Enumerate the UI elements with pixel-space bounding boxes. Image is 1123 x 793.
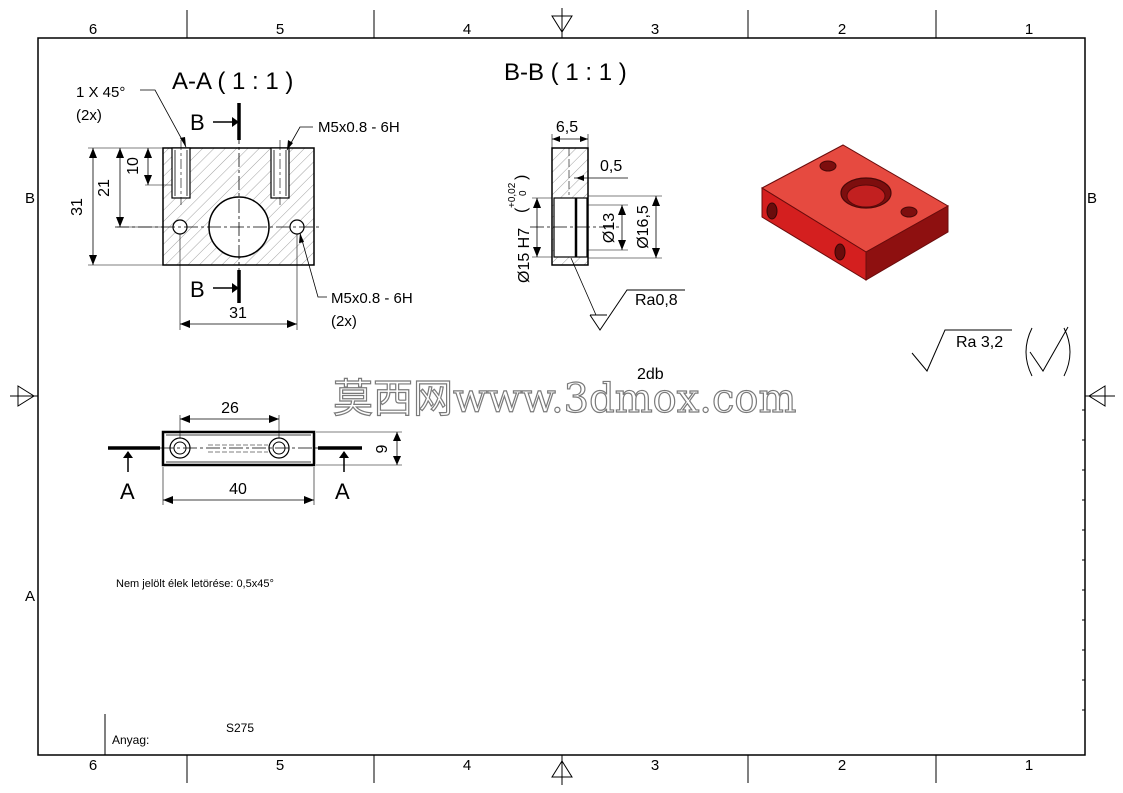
material-label: Anyag: [112, 733, 149, 747]
dim-aa-height: 31 [69, 198, 86, 216]
zone-col-top-2: 2 [838, 21, 846, 38]
chamfer-count: (2x) [76, 107, 102, 124]
section-bb-title: B-B ( 1 : 1 ) [504, 59, 627, 86]
dim-bb-tol-lower: 0 [518, 190, 529, 196]
dim-aa-21: 21 [96, 179, 113, 197]
general-chamfer-note: Nem jelölt élek letörése: 0,5x45° [116, 578, 274, 590]
dim-aa-10: 10 [125, 157, 142, 175]
section-aa-title: A-A ( 1 : 1 ) [172, 68, 293, 95]
dim-bb-tol-upper: +0,02 [507, 182, 518, 208]
roughness-ra08: Ra0,8 [635, 292, 678, 309]
zone-col-top-1: 1 [1025, 21, 1033, 38]
zone-col-bottom-4: 4 [463, 757, 471, 774]
dim-plan-hole-spacing: 26 [221, 400, 239, 417]
chamfer-note: 1 X 45° [76, 84, 125, 101]
plan-view: A A 26 40 9 [108, 400, 402, 505]
dim-plan-length: 40 [229, 481, 247, 498]
zone-row-left-b: B [25, 190, 35, 207]
part-top-hole-2 [900, 206, 918, 218]
dim-bb-bore: Ø15 H7 [516, 228, 533, 283]
zone-col-top-3: 3 [651, 21, 659, 38]
svg-text:): ) [513, 175, 530, 180]
drawing-frame [10, 8, 1115, 785]
section-mark-a-right: A [335, 479, 350, 504]
zone-col-bottom-5: 5 [276, 757, 284, 774]
zone-row-right-b: B [1087, 190, 1097, 207]
general-surface-finish: Ra 3,2 [911, 326, 1071, 377]
title-block: Anyag: S275 [104, 714, 254, 755]
section-mark-b-bottom: B [190, 277, 205, 302]
dim-aa-width: 31 [229, 305, 247, 322]
part-side-hole-2 [834, 243, 846, 261]
part-side-hole-1 [766, 202, 778, 220]
quantity-label: 2db [637, 366, 664, 383]
section-bb-view: B-B ( 1 : 1 ) 6,5 0,5 Ø15 H7 +0,02 0 ( ) [504, 59, 685, 331]
isometric-part-view [760, 144, 950, 281]
surface-finish-ra32: Ra 3,2 [956, 334, 1003, 351]
zone-col-bottom-3: 3 [651, 757, 659, 774]
dim-bb-width: 6,5 [556, 119, 578, 136]
section-bb-bore [553, 197, 588, 258]
thread-callout-side-count: (2x) [331, 313, 357, 330]
dim-bb-d165: Ø16,5 [635, 205, 652, 249]
dim-plan-thickness: 9 [374, 444, 391, 453]
zone-col-top-5: 5 [276, 21, 284, 38]
section-mark-a-left: A [120, 479, 135, 504]
material-value: S275 [226, 721, 254, 735]
zone-labels: 6 5 4 3 2 1 6 5 4 3 2 1 B A B [25, 21, 1097, 774]
dim-bb-d13: Ø13 [601, 213, 618, 243]
thread-callout-top: M5x0.8 - 6H [318, 119, 400, 136]
zone-col-bottom-2: 2 [838, 757, 846, 774]
svg-text:(: ( [513, 207, 530, 213]
zone-col-top-6: 6 [89, 21, 97, 38]
thread-callout-side: M5x0.8 - 6H [331, 290, 413, 307]
zone-col-top-4: 4 [463, 21, 471, 38]
zone-row-left-a: A [25, 588, 35, 605]
section-aa-view: A-A ( 1 : 1 ) B B 1 X 45° (2x) [69, 68, 413, 330]
watermark: 莫西网www.3dmox.com [333, 376, 796, 422]
part-side-face [865, 205, 949, 281]
part-top-hole-1 [819, 160, 837, 172]
dim-bb-step: 0,5 [600, 158, 622, 175]
zone-col-bottom-6: 6 [89, 757, 97, 774]
zone-col-bottom-1: 1 [1025, 757, 1033, 774]
section-mark-b-top: B [190, 110, 205, 135]
